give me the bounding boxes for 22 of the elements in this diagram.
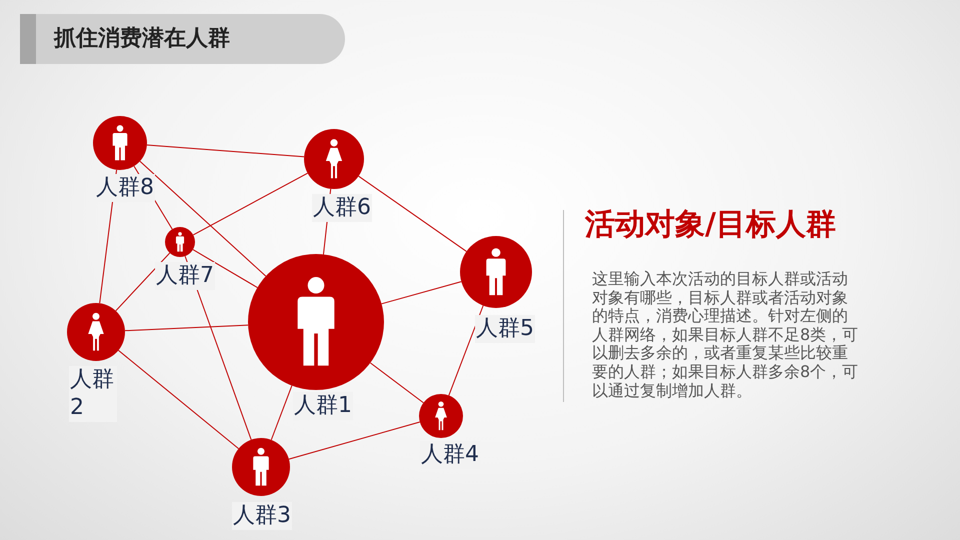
connector-line <box>448 305 484 396</box>
node-label: 人群8 <box>95 174 155 202</box>
connector-line <box>288 422 420 460</box>
description-text: 这里输入本次活动的目标人群或活动对象有哪些，目标人群或者活动对象的特点，消费心理描述。针对左侧的人群网络，如果目标人群不足8类，可以删去多余的，或者重复某些比较重要的人群；如果目标人群多余8个，可以通过复制增加人群。 <box>592 270 860 400</box>
connector-line <box>370 362 424 404</box>
connector-line <box>146 144 305 158</box>
connector-line <box>115 252 170 312</box>
title: 抓住消费潜在人群 <box>54 25 230 53</box>
connector-line <box>139 160 266 277</box>
node-label: 人群2 <box>69 366 117 422</box>
connector-line <box>118 350 240 450</box>
heading: 活动对象/目标人群 <box>585 206 836 244</box>
connector-line <box>192 249 258 288</box>
node-label: 人群3 <box>232 502 292 530</box>
connector-line <box>270 385 292 440</box>
connector-line <box>358 176 467 252</box>
node-label: 人群6 <box>312 194 372 222</box>
node-label: 人群5 <box>475 315 535 343</box>
connector-line <box>192 172 308 236</box>
node-label: 人群7 <box>155 262 215 290</box>
connector-line <box>381 281 462 304</box>
connector-line <box>124 324 249 332</box>
